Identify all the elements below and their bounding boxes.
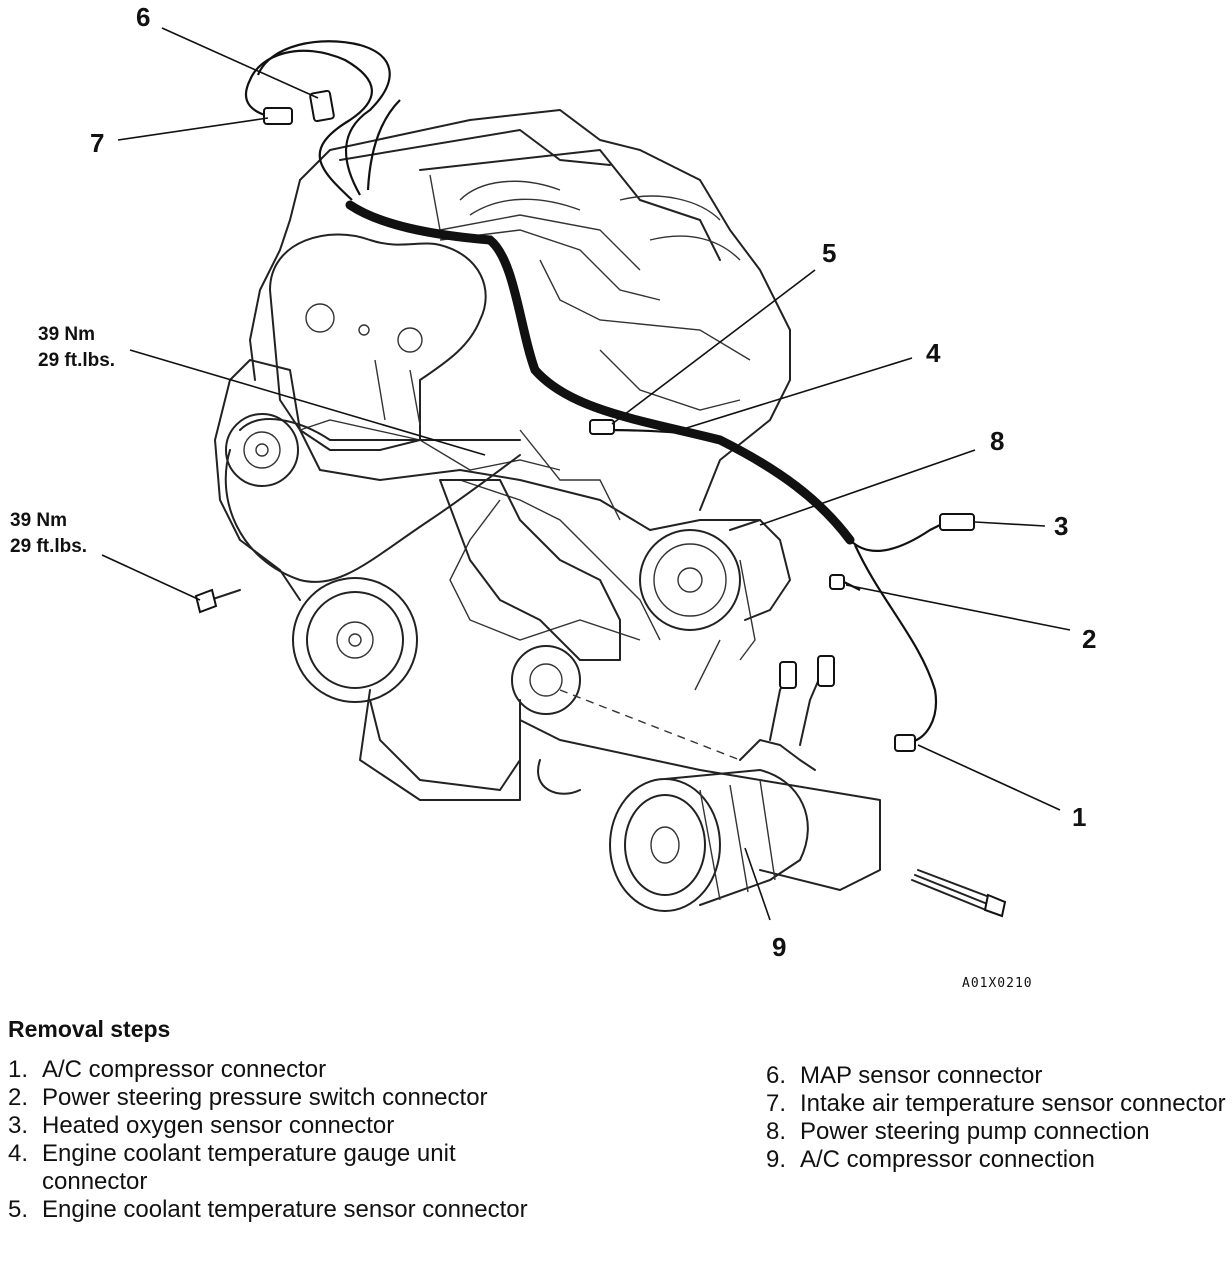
- list-item: 8.Power steering pump connection: [766, 1118, 1150, 1145]
- list-item: 1.A/C compressor connector: [8, 1056, 327, 1083]
- callout-9: 9: [772, 932, 786, 962]
- torque-upper-ftlbs: 29 ft.lbs.: [38, 350, 115, 371]
- list-item: 9.A/C compressor connection: [766, 1146, 1095, 1173]
- figure-code: A01X0210: [962, 976, 1033, 991]
- list-item: 5.Engine coolant temperature sensor conn…: [8, 1196, 528, 1223]
- removal-steps-right: 6.MAP sensor connector 7.Intake air temp…: [766, 1062, 1228, 1174]
- torque-upper-nm: 39 Nm: [38, 324, 95, 345]
- list-item: 3.Heated oxygen sensor connector: [8, 1112, 395, 1139]
- list-item: 6.MAP sensor connector: [766, 1062, 1043, 1089]
- callout-8: 8: [990, 426, 1004, 456]
- removal-steps-left: 1.A/C compressor connector 2.Power steer…: [8, 1056, 528, 1224]
- callout-3: 3: [1054, 511, 1068, 541]
- callout-labels: 6 7 5 4 8 3 2 1 9: [90, 2, 1096, 962]
- removal-steps-title: Removal steps: [8, 1016, 171, 1042]
- torque-lower-ftlbs: 29 ft.lbs.: [10, 536, 87, 557]
- engine-diagram: 6 7 5 4 8 3 2 1 9 39 Nm 29 ft.lbs. 39 Nm…: [10, 2, 1096, 991]
- callout-6: 6: [136, 2, 150, 32]
- list-item: 2.Power steering pressure switch connect…: [8, 1084, 488, 1111]
- callout-1: 1: [1072, 802, 1086, 832]
- callout-4: 4: [926, 338, 941, 368]
- callout-7: 7: [90, 128, 104, 158]
- engine-block: [194, 109, 1007, 918]
- callout-2: 2: [1082, 624, 1096, 654]
- list-item: 4.Engine coolant temperature gauge unit …: [8, 1140, 456, 1195]
- torque-spec-upper: 39 Nm 29 ft.lbs.: [38, 324, 115, 371]
- torque-spec-lower: 39 Nm 29 ft.lbs.: [10, 510, 87, 557]
- callout-5: 5: [822, 238, 836, 268]
- list-item: 7.Intake air temperature sensor connecto…: [766, 1090, 1226, 1117]
- torque-lower-nm: 39 Nm: [10, 510, 67, 531]
- wiring-harness: [244, 40, 975, 752]
- removal-steps: Removal steps 1.A/C compressor connector…: [8, 1016, 1228, 1284]
- leader-lines: [101, 27, 1071, 921]
